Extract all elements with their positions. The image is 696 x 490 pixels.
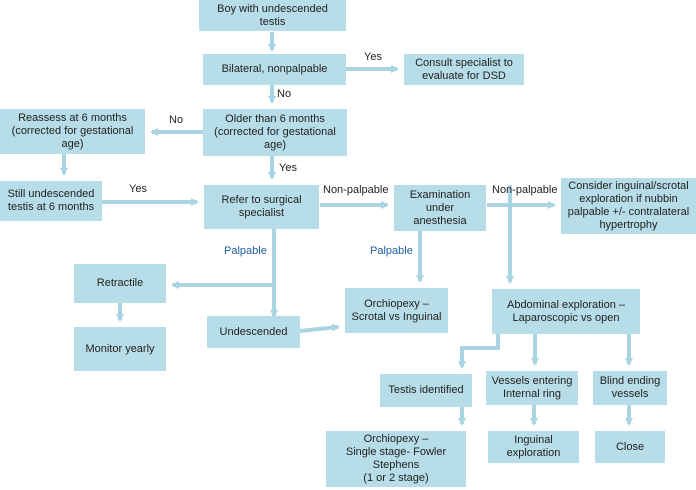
- node-refer-surgical-specialist: Refer to surgical specialist: [204, 185, 319, 229]
- label-yes-refer: Yes: [279, 162, 297, 174]
- node-undescended: Undescended: [207, 316, 300, 348]
- label-no-reassess: No: [169, 114, 184, 126]
- arrow-abdominal-to-testis: [458, 334, 500, 369]
- node-still-undescended: Still undescended testis at 6 months: [0, 181, 102, 221]
- node-examination-under-anesthesia: Examination under anesthesia: [394, 185, 486, 231]
- label-yes-still: Yes: [129, 183, 147, 195]
- label-palpable-eua: Palpable: [370, 245, 413, 257]
- node-older-than-6-months: Older than 6 months (corrected for gesta…: [203, 109, 347, 156]
- node-reassess-6-months: Reassess at 6 months (corrected for gest…: [0, 109, 145, 154]
- node-vessels-entering-ring: Vessels entering Internal ring: [486, 371, 578, 405]
- node-retractile: Retractile: [74, 264, 166, 303]
- node-consult-specialist: Consult specialist to evaluate for DSD: [404, 54, 524, 85]
- node-inguinal-exploration: Inguinal exploration: [488, 431, 579, 463]
- label-no-older: No: [277, 88, 292, 100]
- label-nonpalpable-consider: Non-palpable: [492, 184, 558, 196]
- node-bilateral-nonpalpable: Bilateral, nonpalpable: [203, 54, 346, 85]
- node-abdominal-exploration: Abdominal exploration – Laparoscopic vs …: [492, 289, 640, 334]
- node-orchiopexy-scrotal-inguinal: Orchiopexy – Scrotal vs Inguinal: [345, 288, 448, 333]
- node-blind-ending-vessels: Blind ending vessels: [593, 371, 667, 405]
- node-monitor-yearly: Monitor yearly: [74, 327, 166, 371]
- node-testis-identified: Testis identified: [380, 374, 472, 407]
- arrow-undescended-to-orchiopexy1: [299, 323, 340, 333]
- node-start: Boy with undescended testis: [199, 0, 346, 31]
- node-orchiopexy-fowler-stephens: Orchiopexy – Single stage- Fowler Stephe…: [326, 431, 466, 487]
- label-palpable-refer: Palpable: [224, 245, 267, 257]
- label-yes-dsd: Yes: [364, 51, 382, 63]
- arrow-refer-to-retractile: [171, 229, 276, 289]
- node-consider-inguinal-scrotal: Consider inguinal/scrotal exploration if…: [561, 178, 696, 234]
- node-close: Close: [595, 431, 665, 463]
- label-nonpalpable-eua: Non-palpable: [323, 184, 389, 196]
